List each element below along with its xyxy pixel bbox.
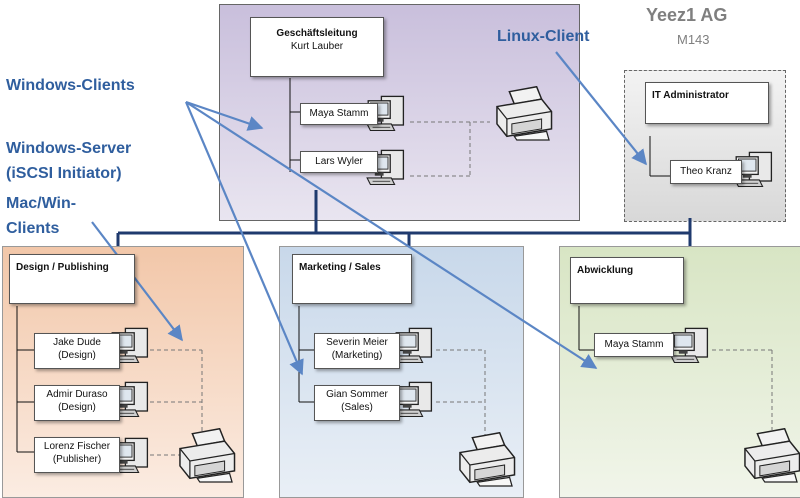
member-role: (Sales): [341, 402, 373, 413]
marketing-member-1: Severin Meier (Marketing): [314, 333, 400, 369]
windows-server-label-2: (iSCSI Initiator): [6, 165, 122, 182]
member-name: Admir Duraso: [46, 389, 108, 400]
windows-server-label-1: Windows-Server: [6, 140, 132, 157]
windows-clients-label: Windows-Clients: [6, 77, 135, 94]
design-title: Design / Publishing: [16, 262, 109, 273]
member-name: Gian Sommer: [326, 389, 388, 400]
abwicklung-member-1: Maya Stamm: [594, 333, 674, 357]
design-member-3: Lorenz Fischer (Publisher): [34, 437, 120, 473]
mac-win-label-1: Mac/Win-: [6, 195, 77, 212]
member-name: Maya Stamm: [309, 108, 369, 119]
management-title: Geschäftsleitung: [276, 28, 358, 39]
member-name: Jake Dude: [53, 337, 101, 348]
abwicklung-title: Abwicklung: [577, 265, 634, 276]
management-member-2: Lars Wyler: [300, 151, 378, 173]
design-member-2: Admir Duraso (Design): [34, 385, 120, 421]
management-member-1: Maya Stamm: [300, 103, 378, 125]
member-role: (Design): [58, 402, 96, 413]
management-title-box: Geschäftsleitung Kurt Lauber: [250, 17, 384, 77]
member-name: Lorenz Fischer: [43, 441, 111, 452]
member-name: Severin Meier: [326, 337, 388, 348]
design-member-1: Jake Dude (Design): [34, 333, 120, 369]
it-title: IT Administrator: [652, 90, 729, 101]
company-name: Yeez1 AG: [646, 5, 728, 25]
module-code: M143: [677, 32, 710, 47]
it-member-1: Theo Kranz: [670, 160, 742, 184]
printer-icon: [179, 86, 800, 487]
member-name: Lars Wyler: [315, 156, 363, 167]
abwicklung-title-box: Abwicklung: [570, 257, 684, 304]
member-role: (Publisher): [52, 454, 102, 465]
marketing-title: Marketing / Sales: [299, 262, 381, 273]
it-title-box: IT Administrator: [645, 82, 769, 124]
member-role: (Design): [58, 350, 96, 361]
member-role: (Marketing): [331, 350, 383, 361]
design-title-box: Design / Publishing: [9, 254, 135, 304]
linux-client-label: Linux-Client: [497, 28, 590, 45]
marketing-member-2: Gian Sommer (Sales): [314, 385, 400, 421]
marketing-title-box: Marketing / Sales: [292, 254, 412, 304]
mac-win-label-2: Clients: [6, 220, 60, 237]
management-subtitle: Kurt Lauber: [290, 41, 344, 52]
member-name: Theo Kranz: [680, 166, 732, 177]
member-name: Maya Stamm: [604, 339, 664, 350]
